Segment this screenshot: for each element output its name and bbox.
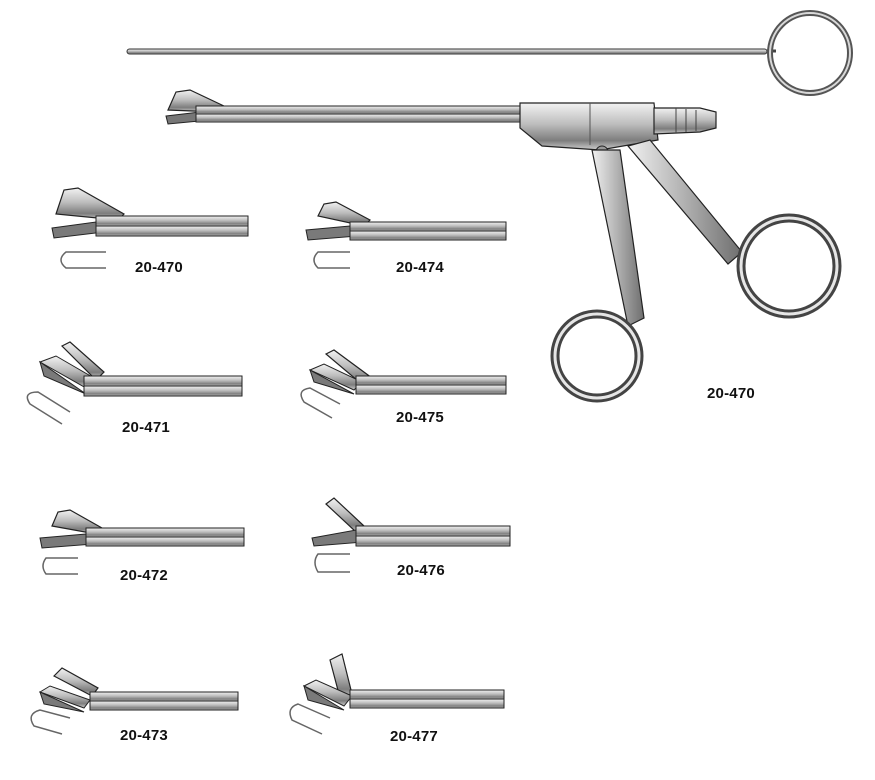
variant-label-4: 20-473 (120, 727, 168, 744)
variant-drawing-7 (311, 497, 511, 573)
variant-label-1: 20-470 (135, 259, 183, 276)
variant-label-2: 20-471 (122, 419, 170, 436)
variant-drawing-2 (26, 341, 243, 425)
variant-drawing-6 (300, 349, 507, 419)
main-instrument-label: 20-470 (707, 385, 755, 402)
variant-drawing-4 (30, 667, 239, 735)
variant-drawing-8 (289, 653, 505, 735)
variant-label-5: 20-474 (396, 259, 444, 276)
main-instrument-drawing (165, 89, 842, 403)
variant-label-8: 20-477 (390, 728, 438, 745)
variant-drawing-3 (39, 509, 245, 575)
variant-label-6: 20-475 (396, 409, 444, 426)
variant-drawing-5 (305, 201, 507, 269)
variant-drawing-1 (51, 187, 249, 269)
variant-label-7: 20-476 (397, 562, 445, 579)
variant-label-3: 20-472 (120, 567, 168, 584)
stylet-rod (126, 10, 853, 96)
